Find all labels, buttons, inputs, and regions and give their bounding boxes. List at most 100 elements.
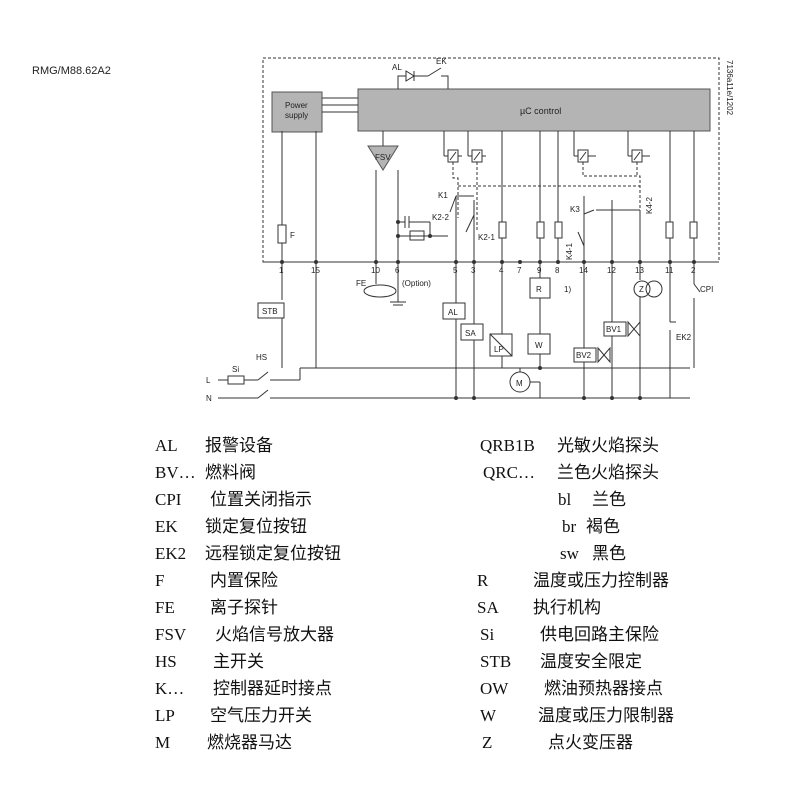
legend-row: LP 空气压力开关 [155, 703, 455, 729]
drawing-id: 7136a11e/1202 [725, 60, 734, 116]
ek2-label: EK2 [676, 333, 692, 342]
legend-row: QRC… 兰色火焰探头 [480, 460, 780, 486]
legend-code: SA [477, 598, 499, 617]
legend-code: HS [155, 652, 177, 671]
legend-desc: 温度或压力控制器 [533, 571, 669, 590]
legend-desc: 兰色 [592, 490, 626, 509]
legend-row: HS 主开关 [155, 649, 455, 675]
legend-desc: 内置保险 [210, 571, 278, 590]
internal-fuse [277, 224, 287, 244]
legend-row: EK 锁定复位按钮 [155, 514, 455, 540]
legend-code: F [155, 571, 165, 590]
legend-desc: 燃油预热器接点 [544, 679, 663, 698]
legend-code: W [480, 706, 497, 725]
terminal-numbers: 1 15 10 6 5 3 4 7 9 8 14 12 13 11 2 [279, 266, 696, 275]
legend-row: R 温度或压力控制器 [477, 568, 780, 594]
legend-row: OW 燃油预热器接点 [480, 676, 780, 702]
k2-2-label: K2-2 [432, 213, 449, 222]
legend-desc: 光敏火焰探头 [557, 436, 659, 455]
legend-code: LP [155, 706, 175, 725]
terminal-number: 5 [453, 266, 458, 275]
cpi-label: CPI [700, 285, 713, 294]
al-box-label: AL [448, 308, 458, 317]
fe-probe [363, 284, 397, 298]
legend-code: STB [480, 652, 512, 671]
legend-row: Z 点火变压器 [480, 730, 780, 756]
terminal-number: 11 [665, 266, 674, 275]
legend-row: EK2 远程锁定复位按钮 [155, 541, 455, 567]
legend-row: CPI 位置关闭指示 [155, 487, 455, 513]
legend-row: FSV 火焰信号放大器 [155, 622, 455, 648]
legend-row: F 内置保险 [155, 568, 455, 594]
w-label: W [535, 341, 543, 350]
legend-code: FE [155, 598, 175, 617]
fe-label: FE [356, 279, 366, 288]
legend-code: K… [155, 679, 185, 698]
legend-desc: 控制器延时接点 [213, 679, 332, 698]
note-label: 1) [564, 285, 571, 294]
terminal-number: 14 [579, 266, 588, 275]
legend-desc: 兰色火焰探头 [557, 463, 659, 482]
lp-label: LP [494, 345, 504, 354]
k4-2-label: K4-2 [645, 197, 654, 214]
hs-label: HS [256, 353, 267, 362]
legend-code: bl [558, 490, 572, 509]
terminal-number: 8 [555, 266, 560, 275]
ek-button-symbol [427, 67, 449, 89]
terminal-number: 12 [607, 266, 616, 275]
legend-desc: 黑色 [592, 544, 626, 563]
controller-block [357, 88, 711, 132]
legend-desc: 火焰信号放大器 [215, 625, 334, 644]
legend-desc: 供电回路主保险 [540, 625, 659, 644]
legend-row: M 燃烧器马达 [155, 730, 455, 756]
legend-code: OW [480, 679, 509, 698]
legend-code: BV… [155, 463, 196, 482]
legend-row: SA 执行机构 [477, 595, 780, 621]
terminal-number: 3 [471, 266, 476, 275]
legend-code: sw [560, 544, 579, 563]
legend-desc: 主开关 [213, 652, 264, 671]
power-supply-label-1: Power [285, 101, 308, 110]
si-label: Si [232, 365, 239, 374]
relay-coils [443, 131, 650, 163]
legend-row: bl 兰色 [480, 487, 780, 513]
legend-code: Si [480, 625, 495, 644]
neutral-label: N [206, 394, 212, 403]
legend-desc: 空气压力开关 [210, 706, 312, 725]
terminal-number: 6 [395, 266, 400, 275]
k1-label: K1 [438, 191, 448, 200]
terminal-number: 7 [517, 266, 522, 275]
power-supply-label-2: supply [285, 111, 308, 120]
k2-1-label: K2-1 [478, 233, 495, 242]
al-lamp-symbol [397, 70, 428, 89]
legend-row: br 褐色 [480, 514, 780, 540]
junction-dots [280, 220, 696, 400]
controller-label: µC control [520, 106, 561, 116]
legend-desc: 褐色 [586, 517, 620, 536]
legend-row: sw 黑色 [480, 541, 780, 567]
ek-label: EK [436, 57, 447, 66]
terminal-number: 15 [311, 266, 320, 275]
legend-code: M [155, 733, 171, 752]
legend-desc: 温度安全限定 [540, 652, 642, 671]
legend-code: QRC… [483, 463, 535, 482]
fsv-label: FSV [375, 153, 391, 162]
stb-label: STB [262, 307, 278, 316]
legend-code: EK2 [155, 544, 187, 563]
k4-1-label: K4-1 [565, 243, 574, 260]
legend-row: AL 报警设备 [155, 433, 455, 459]
terminal-number: 4 [499, 266, 504, 275]
legend-desc: 报警设备 [205, 436, 273, 455]
legend-desc: 位置关闭指示 [210, 490, 312, 509]
legend-row: K… 控制器延时接点 [155, 676, 455, 702]
terminal-number: 1 [279, 266, 284, 275]
r-label: R [536, 285, 542, 294]
terminal-number: 10 [371, 266, 380, 275]
wiring-diagram: RMG/M88.62A2 7136a11e/1202 Power supply … [32, 57, 734, 403]
legend-desc: 燃烧器马达 [207, 733, 292, 752]
terminal-number: 13 [635, 266, 644, 275]
k3-label: K3 [570, 205, 580, 214]
legend-desc: 锁定复位按钮 [205, 517, 307, 536]
legend-row: W 温度或压力限制器 [480, 703, 780, 729]
legend-code: R [477, 571, 489, 590]
